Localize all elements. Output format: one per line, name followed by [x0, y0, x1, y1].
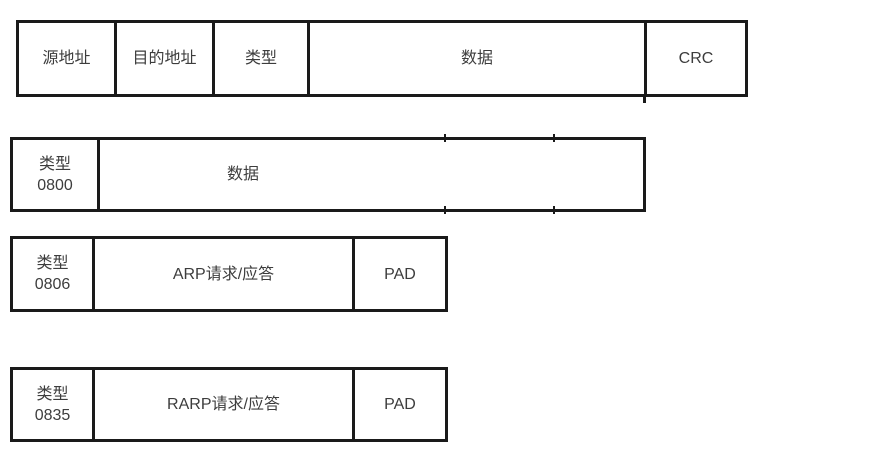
field-type-0806-value: 0806 — [34, 276, 71, 293]
field-rarp-pad-label: PAD — [384, 396, 416, 413]
rarp-frame-row: 类型 0835 RARP请求/应答 PAD — [10, 367, 448, 442]
field-type-0806-label: 类型 — [36, 255, 69, 272]
field-arp-request-reply-label: ARP请求/应答 — [172, 265, 275, 283]
line-joint-tick — [444, 134, 446, 142]
line-joint-tick — [553, 134, 555, 142]
arp-frame-row: 类型 0806 ARP请求/应答 PAD — [10, 236, 448, 312]
line-joint-tick — [643, 95, 646, 103]
field-type-0800-label: 类型 — [38, 155, 71, 173]
line-joint-tick — [553, 206, 555, 214]
field-arp-pad: PAD — [355, 239, 445, 309]
field-type-0835-value: 0835 — [34, 406, 71, 424]
field-destination-address-label: 目的地址 — [132, 50, 197, 67]
field-crc-label: CRC — [678, 50, 714, 67]
field-source-address-label: 源地址 — [42, 50, 91, 67]
ethernet-frame-row: 源地址 目的地址 类型 数据 CRC — [16, 20, 748, 97]
field-type-label: 类型 — [244, 50, 277, 67]
field-type-0800-value: 0800 — [37, 176, 73, 194]
field-type-0835: 类型 0835 — [13, 370, 95, 439]
line-joint-tick — [444, 206, 446, 214]
field-rarp-pad: PAD — [355, 370, 445, 439]
ip-frame-row: 类型 0800 数据 — [10, 137, 646, 212]
field-ip-data: 数据 — [100, 140, 643, 209]
field-data: 数据 — [310, 23, 647, 94]
field-type-0835-label: 类型 — [36, 385, 69, 403]
field-crc: CRC — [647, 23, 745, 94]
field-data-label: 数据 — [460, 50, 493, 67]
field-rarp-request-reply-label: RARP请求/应答 — [167, 396, 280, 413]
field-ip-data-label: 数据 — [227, 166, 260, 183]
field-type: 类型 — [215, 23, 310, 94]
field-rarp-request-reply: RARP请求/应答 — [95, 370, 355, 439]
field-destination-address: 目的地址 — [117, 23, 215, 94]
field-type-0806: 类型 0806 — [13, 239, 95, 309]
field-arp-request-reply: ARP请求/应答 — [95, 239, 355, 309]
field-type-0800: 类型 0800 — [13, 140, 100, 209]
field-source-address: 源地址 — [19, 23, 117, 94]
field-arp-pad-label: PAD — [384, 265, 416, 283]
